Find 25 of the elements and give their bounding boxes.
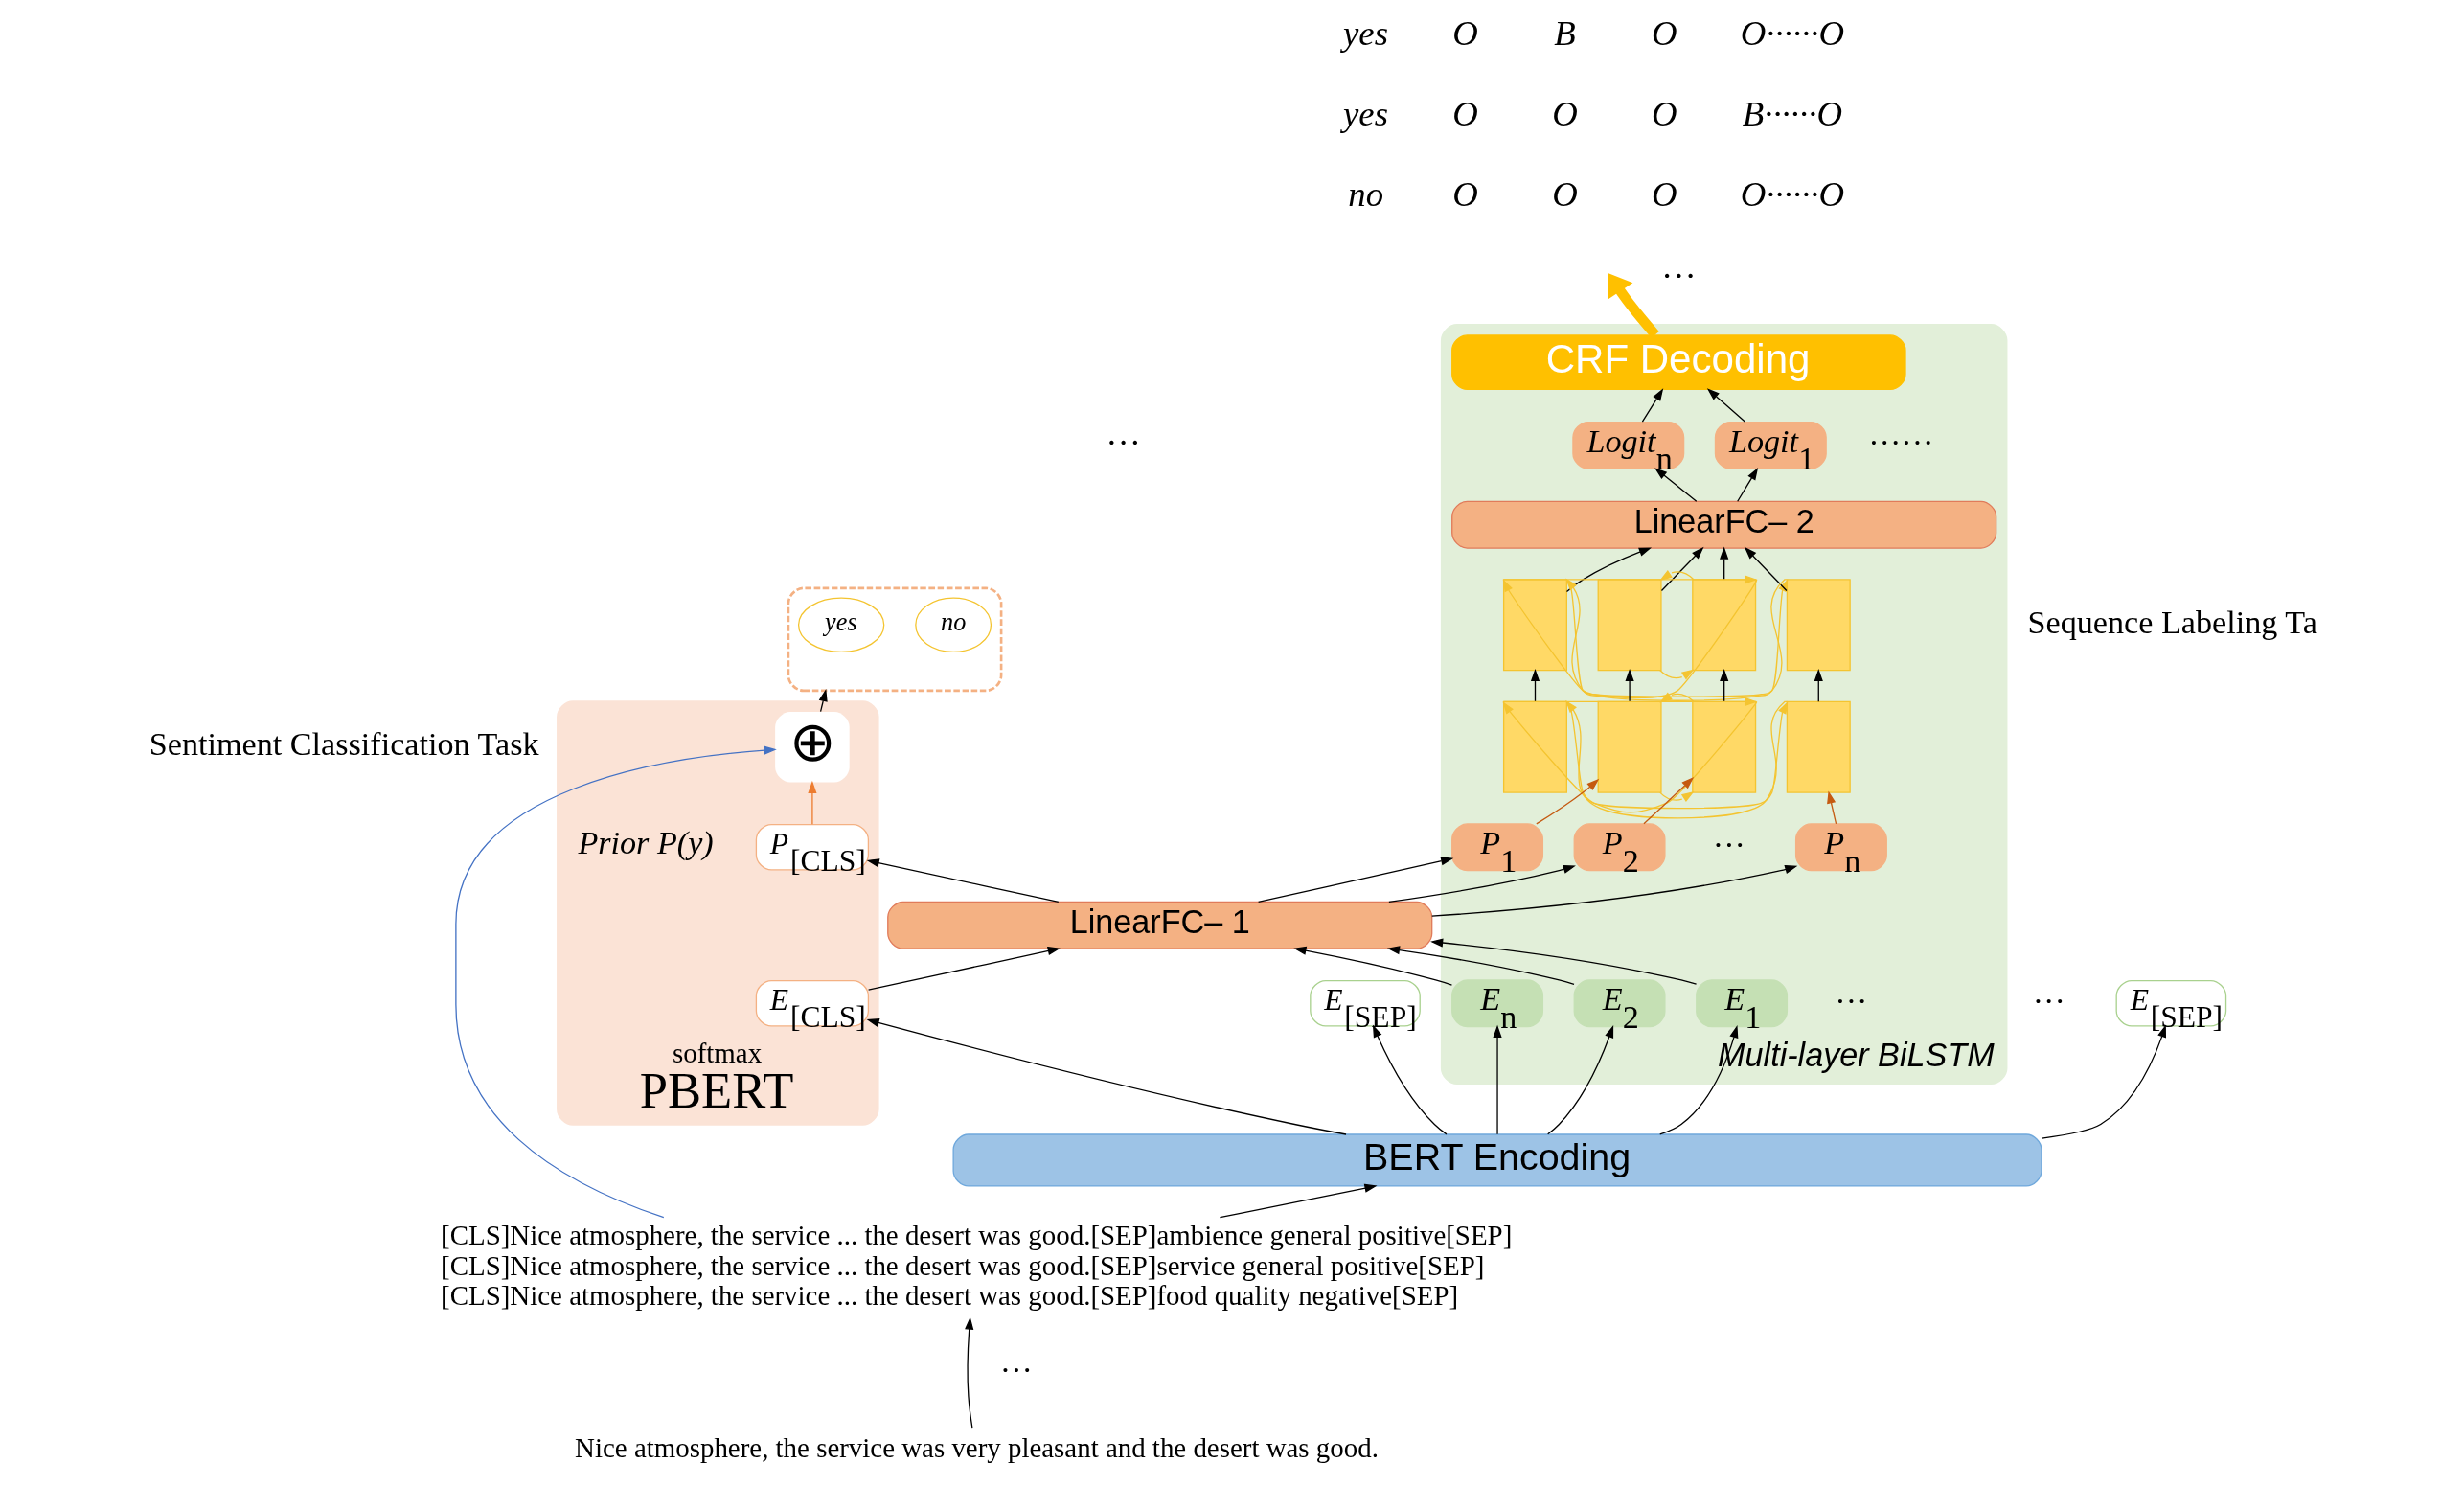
- label: ···: [999, 1352, 1033, 1388]
- label: ···: [1712, 826, 1745, 862]
- label: O: [1652, 93, 1677, 133]
- label: B: [1554, 12, 1576, 53]
- label: O: [1452, 174, 1478, 215]
- label: O: [1652, 12, 1677, 53]
- label: ···: [1660, 256, 1697, 296]
- label: no: [1348, 174, 1384, 215]
- label: Sentiment Classification Task: [148, 726, 539, 763]
- label: O: [1652, 174, 1677, 215]
- label: B······O: [1742, 93, 1842, 133]
- label: Sequence Labeling Ta: [2027, 604, 2317, 640]
- node-text: [CLS]Nice atmosphere, the service ... the desert was good.[SEP]ambience general positive[SEP] [CLS]Nice atmosphere, the service ... the desert was good.[SEP]service general positive[SEP] [CLS]Nice atmosphere, the service ... the desert was good.[SEP]food quality negative[SEP]: [441, 1220, 1513, 1312]
- label: O: [1552, 174, 1578, 215]
- node-text: Nice atmosphere, the service was very pleasant and the desert was good.: [575, 1432, 1379, 1464]
- label: O: [1452, 93, 1478, 133]
- label: ······: [1868, 424, 1934, 461]
- label: Prior P(y): [578, 825, 714, 861]
- label: O: [1452, 12, 1478, 53]
- label: O······O: [1740, 12, 1845, 53]
- label: O······O: [1740, 174, 1845, 215]
- label: ···: [1835, 982, 1868, 1018]
- label: ···: [2032, 982, 2065, 1018]
- label: O: [1552, 93, 1578, 133]
- label: ···: [1106, 423, 1141, 462]
